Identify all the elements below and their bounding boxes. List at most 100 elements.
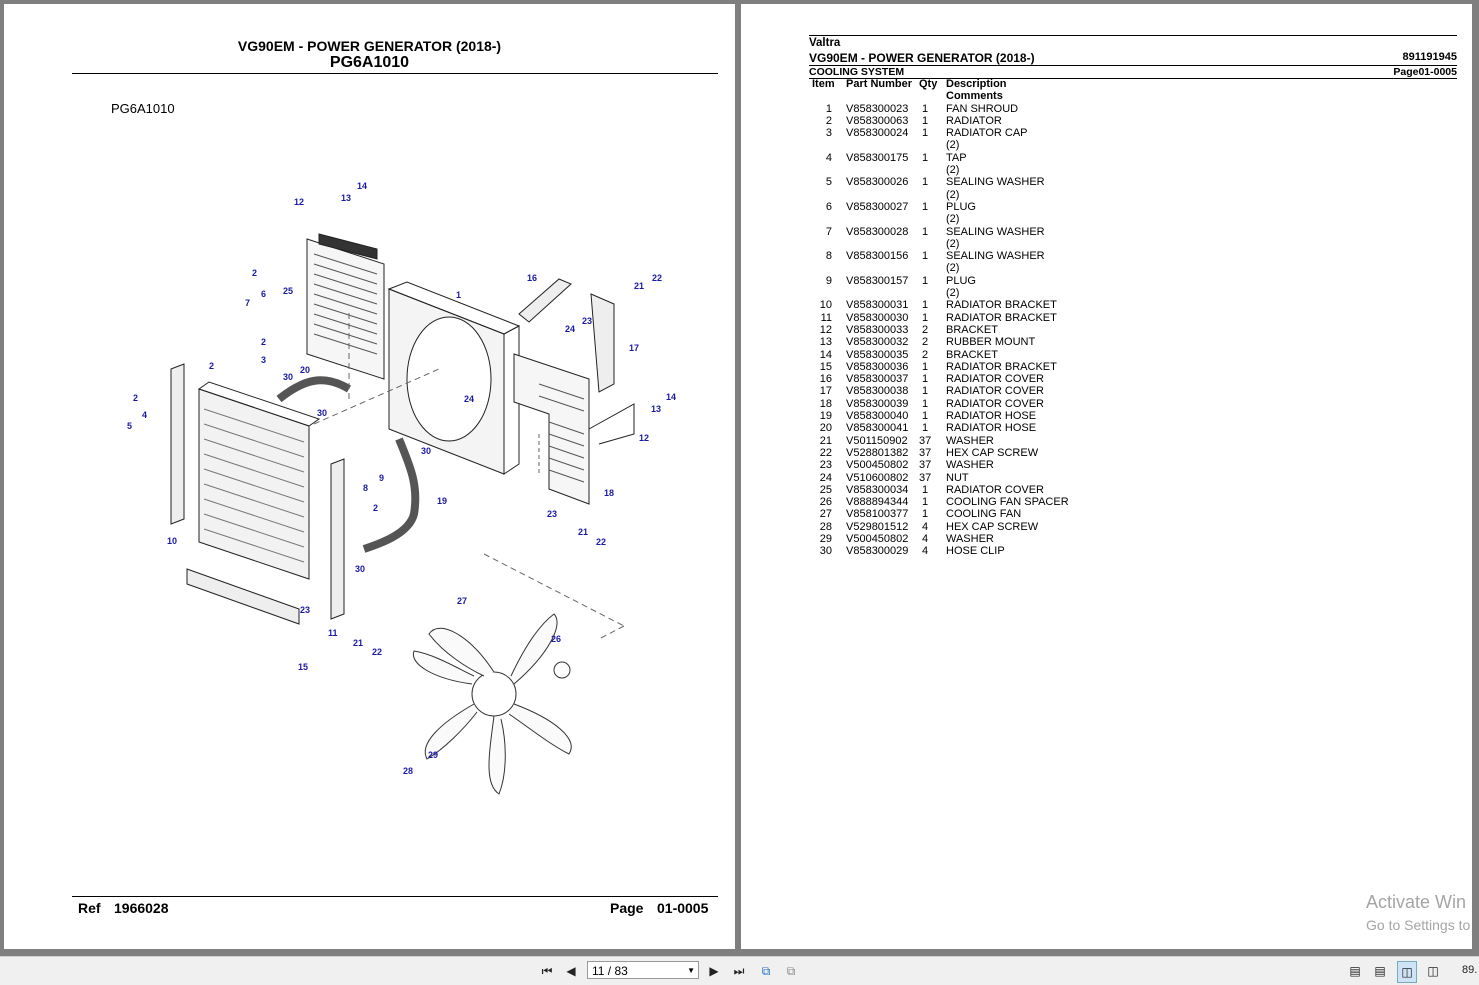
quantity: 4 [921,520,929,533]
svg-text:18: 18 [604,488,614,498]
part-number: V858300028 [846,225,909,238]
svg-text:8: 8 [363,483,368,493]
next-page-icon[interactable]: ▶ [709,964,719,978]
svg-text:23: 23 [300,605,310,615]
quantity: 1 [921,360,929,373]
quantity: 1 [921,397,929,410]
first-page-icon[interactable]: ⏮ [541,964,553,978]
part-number: V888894344 [846,496,909,509]
part-number: V858300063 [846,114,909,127]
item-number: 19 [819,410,832,423]
col-comments: Comments [946,90,1003,103]
item-number: 29 [819,532,832,545]
fan-shroud-drawing [387,281,521,475]
item-number: 26 [819,496,832,509]
activation-watermark-sub: Go to Settings to [1366,917,1471,933]
quantity: 37 [919,434,932,447]
svg-text:21: 21 [578,527,588,537]
zoom-level[interactable]: 89. [1462,964,1478,976]
fit-page-icon[interactable]: ⧉ [761,964,771,978]
part-number: V858100377 [846,508,909,521]
description: RADIATOR HOSE [946,422,1037,435]
svg-text:5: 5 [127,421,132,431]
radiator-cover-right-drawing [513,353,590,505]
description: PLUG [946,200,976,213]
item-number: 15 [819,360,832,373]
quantity: 1 [921,422,929,435]
part-number: V858300041 [846,422,909,435]
part-number: V500450802 [846,459,909,472]
right-page: Valtra VG90EM - POWER GENERATOR (2018-) … [741,4,1472,949]
svg-text:30: 30 [355,564,365,574]
prev-page-icon[interactable]: ◀ [566,964,576,978]
description: WASHER [946,459,994,472]
part-number: V858300036 [846,360,909,373]
part-number: V528801382 [846,446,909,459]
title-divider [72,73,718,74]
continuous-view-icon[interactable]: ▤ [1374,964,1386,978]
svg-text:2: 2 [209,361,214,371]
quantity: 4 [921,532,929,545]
svg-text:30: 30 [283,372,293,382]
quantity: 37 [919,471,932,484]
two-page-continuous-icon[interactable]: ◫ [1427,964,1439,978]
description: RADIATOR COVER [946,373,1044,386]
quantity: 1 [921,102,929,115]
part-number: V858300032 [846,336,909,349]
quantity: 1 [921,274,929,287]
left-page: VG90EM - POWER GENERATOR (2018-) PG6A101… [4,4,735,949]
comment: (2) [946,139,960,152]
item-number: 1 [825,102,832,115]
svg-text:1: 1 [456,290,461,300]
col-qty: Qty [919,78,938,90]
svg-text:22: 22 [652,273,662,283]
description: COOLING FAN [946,508,1022,521]
item-number: 17 [819,385,832,398]
footer-page-value: 01-0005 [657,900,709,916]
item-number: 10 [819,299,832,312]
description: RADIATOR COVER [946,397,1044,410]
item-number: 21 [819,434,832,447]
item-number: 3 [825,127,832,140]
svg-text:26: 26 [551,634,561,644]
item-number: 25 [819,483,832,496]
quantity: 1 [921,508,929,521]
description: HOSE CLIP [946,545,1005,558]
part-number: V858300024 [846,127,909,140]
item-number: 13 [819,336,832,349]
svg-text:2: 2 [261,337,266,347]
part-number: V858300034 [846,483,909,496]
two-page-view-icon[interactable]: ◫ [1397,961,1417,983]
item-number: 7 [825,225,832,238]
item-number: 16 [819,373,832,386]
svg-text:22: 22 [372,647,382,657]
description: TAP [946,151,967,164]
svg-text:24: 24 [565,324,575,334]
svg-text:22: 22 [596,537,606,547]
svg-text:12: 12 [294,197,304,207]
svg-text:13: 13 [341,193,351,203]
part-number: V500450802 [846,532,909,545]
description: WASHER [946,532,994,545]
last-page-icon[interactable]: ⏭ [733,964,745,978]
page-number-select[interactable]: 11 / 83 ▼ [587,961,699,979]
part-number: V858300031 [846,299,909,312]
section-name: COOLING SYSTEM [809,66,905,78]
svg-text:3: 3 [261,355,266,365]
footer-ref-value: 1966028 [114,900,169,916]
doc-number: 891191945 [1402,51,1457,63]
activation-watermark: Activate Win [1366,892,1467,912]
fit-width-icon[interactable]: ⧉ [786,964,796,978]
section-divider-bottom [809,78,1457,79]
item-number: 2 [825,114,832,127]
quantity: 1 [921,299,929,312]
svg-text:25: 25 [283,286,293,296]
footer-ref-label: Ref [78,900,101,916]
quantity: 2 [921,336,929,349]
quantity: 1 [921,496,929,509]
svg-text:12: 12 [639,433,649,443]
single-page-view-icon[interactable]: ▤ [1349,964,1361,978]
svg-text:19: 19 [437,496,447,506]
radiator-cover-top-drawing [306,233,385,380]
